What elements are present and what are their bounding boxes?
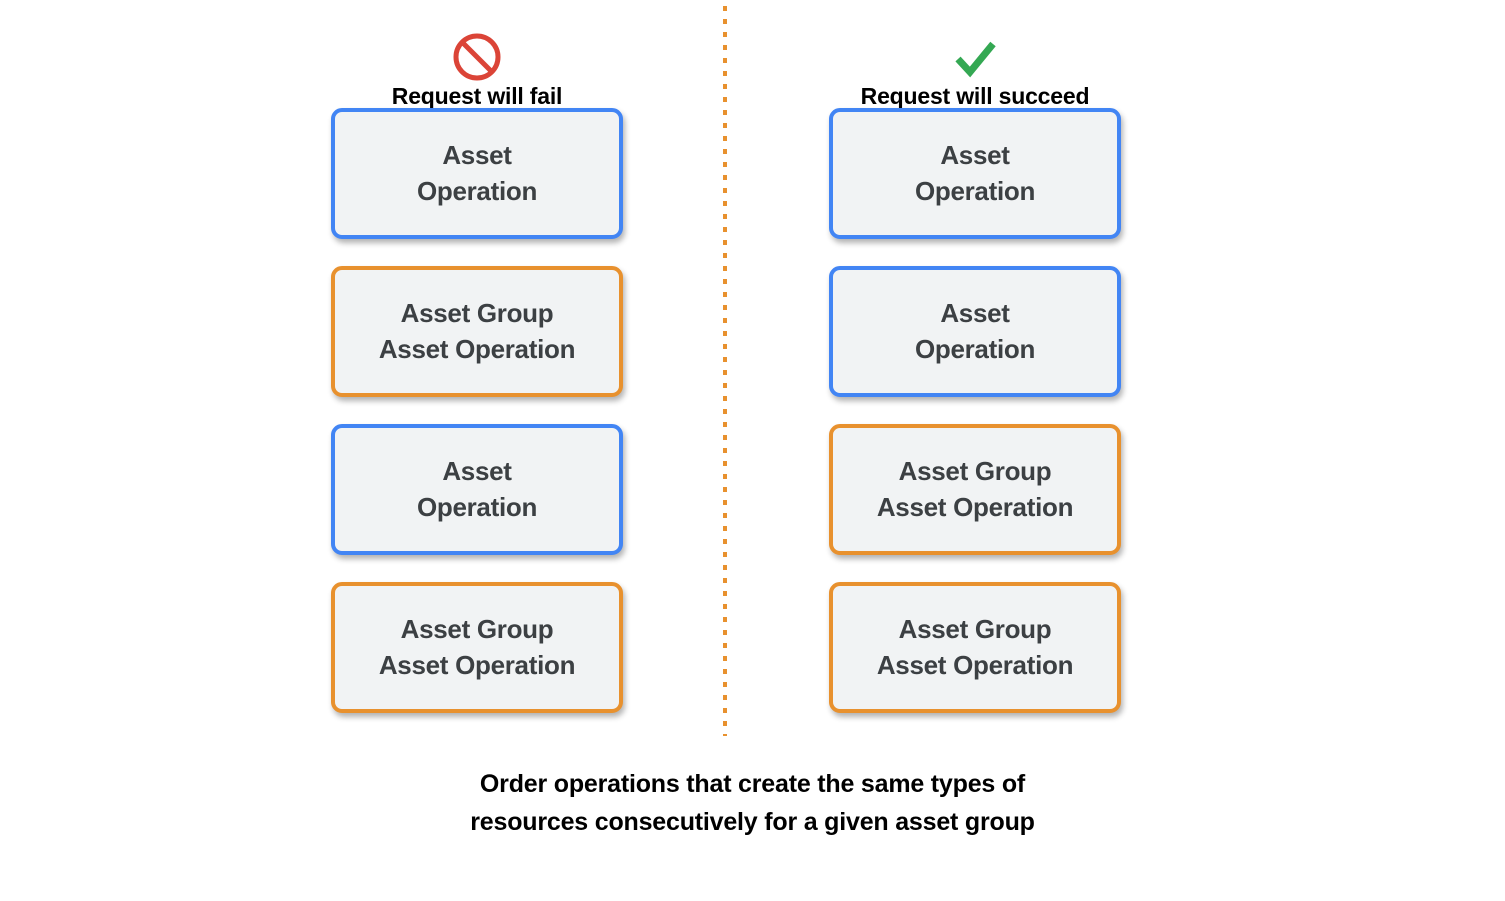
column-header-label-fail: Request will fail — [391, 83, 563, 109]
column-fail: Request will fail Asset Operation Asset … — [331, 0, 623, 713]
operation-box-line: Operation — [914, 175, 1036, 206]
prohibition-icon — [451, 31, 503, 83]
box-stack-succeed: Asset Operation Asset Operation Asset Gr… — [829, 108, 1121, 713]
operation-box[interactable]: Asset Group Asset Operation — [829, 582, 1121, 713]
operation-box[interactable]: Asset Group Asset Operation — [829, 424, 1121, 555]
checkmark-icon — [949, 31, 1001, 83]
operation-box-line: Asset Operation — [378, 649, 576, 680]
operation-box[interactable]: Asset Operation — [331, 424, 623, 555]
operation-box[interactable]: Asset Operation — [331, 108, 623, 239]
column-header-fail: Request will fail — [331, 0, 623, 108]
operation-box-line: Asset Group — [898, 613, 1052, 644]
column-header-succeed: Request will succeed — [829, 0, 1121, 108]
operation-box-line: Operation — [416, 491, 538, 522]
operation-box-line: Asset Operation — [876, 491, 1074, 522]
operation-box[interactable]: Asset Group Asset Operation — [331, 266, 623, 397]
column-divider — [723, 6, 727, 736]
caption-line-1: Order operations that create the same ty… — [479, 770, 1026, 798]
operation-box[interactable]: Asset Operation — [829, 108, 1121, 239]
operation-box-line: Asset — [442, 455, 512, 486]
operation-box-line: Asset Operation — [378, 333, 576, 364]
operation-box-line: Asset — [442, 139, 512, 170]
operation-box[interactable]: Asset Operation — [829, 266, 1121, 397]
operation-box-line: Asset — [940, 139, 1010, 170]
operation-box-line: Operation — [914, 333, 1036, 364]
caption-line-2: resources consecutively for a given asse… — [470, 808, 1035, 836]
box-stack-fail: Asset Operation Asset Group Asset Operat… — [331, 108, 623, 713]
operation-box-line: Asset Group — [400, 297, 554, 328]
operation-box-line: Asset Group — [400, 613, 554, 644]
operation-box-line: Operation — [416, 175, 538, 206]
operation-box-line: Asset Group — [898, 455, 1052, 486]
column-succeed: Request will succeed Asset Operation Ass… — [829, 0, 1121, 713]
operation-box-line: Asset — [940, 297, 1010, 328]
column-header-label-succeed: Request will succeed — [860, 83, 1090, 109]
diagram-caption: Order operations that create the same ty… — [0, 765, 1505, 841]
operation-box-line: Asset Operation — [876, 649, 1074, 680]
operation-box[interactable]: Asset Group Asset Operation — [331, 582, 623, 713]
